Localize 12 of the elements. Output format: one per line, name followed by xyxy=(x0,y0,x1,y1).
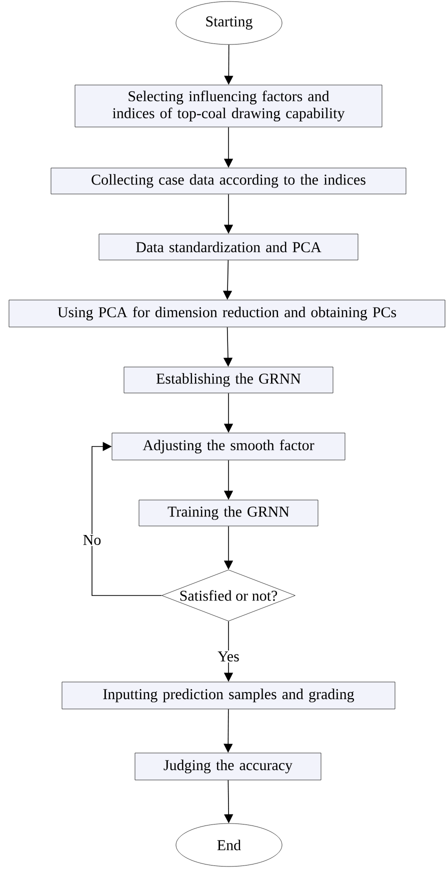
process-box: Inputting prediction samples and grading xyxy=(62,682,396,710)
process-box: Data standardization and PCA xyxy=(98,234,358,260)
arrow xyxy=(92,442,162,596)
process-box: Adjusting the smooth factor xyxy=(112,432,346,460)
process-box: Using PCA for dimension reduction and obtaining PCs xyxy=(8,300,446,328)
process-box: Judging the accuracy xyxy=(134,752,322,780)
process-box: Selecting influencing factors and indices of top-coal drawing capability xyxy=(74,84,382,128)
process-box: Training the GRNN xyxy=(138,500,318,526)
process-box: Collecting case data according to the indices xyxy=(50,168,406,194)
process-box: Establishing the GRNN xyxy=(124,366,334,394)
edge-label: No xyxy=(82,534,102,546)
edge-label: Yes xyxy=(216,650,240,662)
